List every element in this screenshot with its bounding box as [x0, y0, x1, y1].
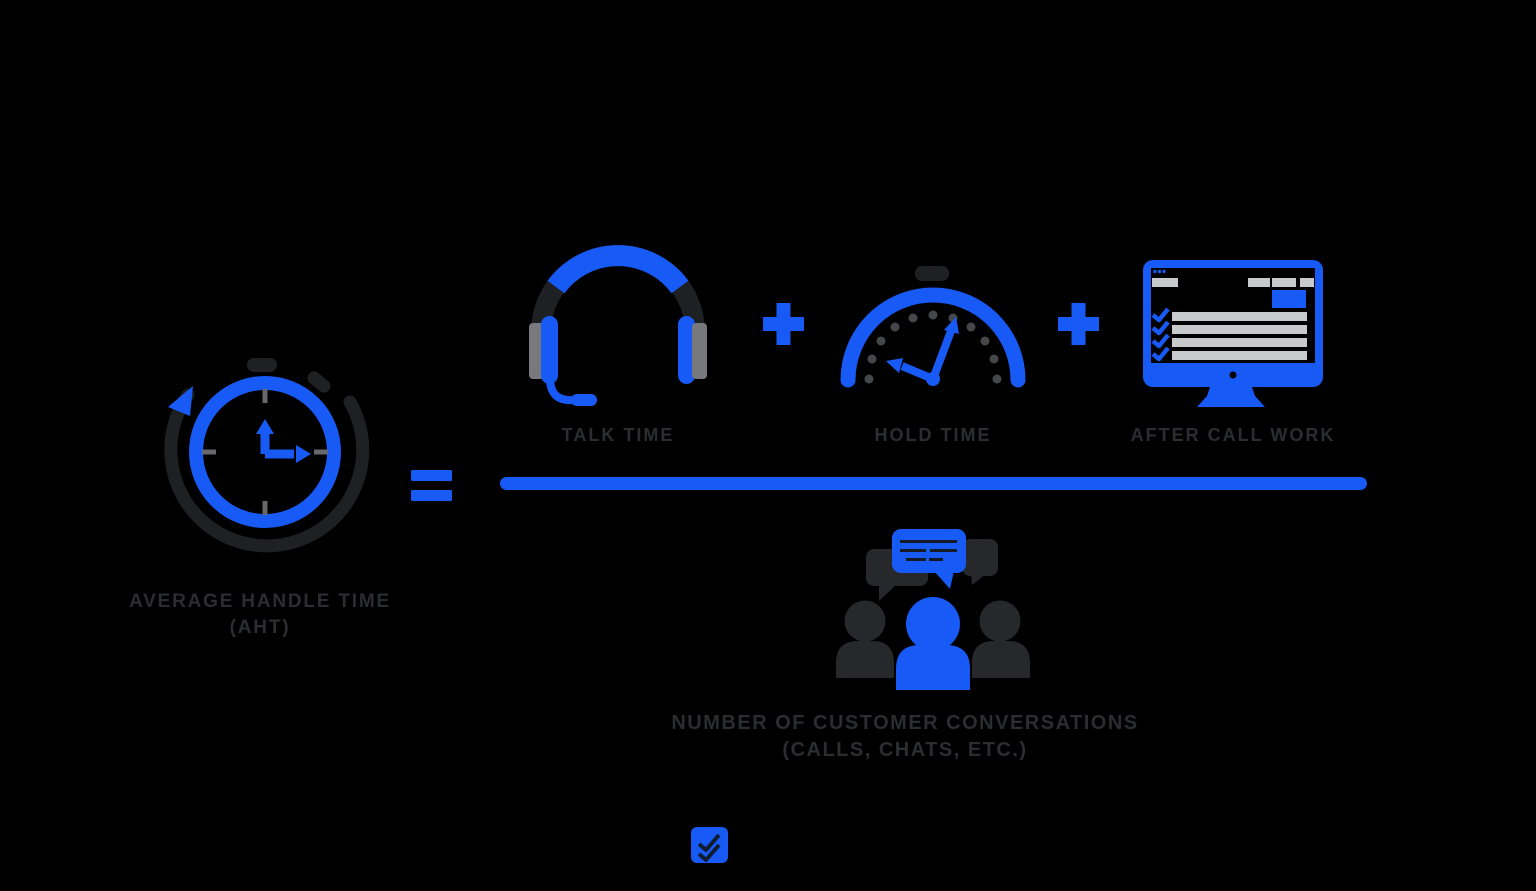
plus-icon: [763, 303, 804, 345]
person-right: [979, 600, 1021, 642]
stopwatch-crown: [307, 371, 331, 393]
monitor-bezel-dot: [1229, 371, 1237, 379]
plus-icon: [1058, 303, 1099, 345]
microphone-tip: [571, 394, 597, 406]
monitor-checklist-icon: [1143, 260, 1323, 407]
headset-icon: [529, 245, 707, 406]
hold-time-label: HOLD TIME: [874, 425, 992, 445]
double-checkmark-logo-icon: [691, 827, 728, 863]
aht-label-line1: AVERAGE HANDLE TIME: [129, 591, 391, 612]
equals-icon: [411, 470, 452, 501]
person-center: [906, 597, 960, 651]
chat-bubble-right: [962, 539, 998, 576]
timer-button: [915, 266, 949, 281]
monitor-stand: [1197, 387, 1265, 407]
fraction-bar: [500, 477, 1367, 490]
talk-time-label: TALK TIME: [561, 425, 675, 445]
rotating-stopwatch-icon: [164, 358, 370, 553]
customer-conversations-icon: [836, 529, 1030, 690]
denominator-label-line1: NUMBER OF CUSTOMER CONVERSATIONS: [671, 712, 1139, 734]
after-call-work-label: AFTER CALL WORK: [1130, 425, 1336, 445]
aht-label: AVERAGE HANDLE TIME (AHT): [129, 589, 391, 641]
denominator-label: NUMBER OF CUSTOMER CONVERSATIONS (CALLS,…: [671, 710, 1138, 764]
aht-label-line2: (AHT): [229, 617, 291, 638]
rotation-arrowhead: [168, 386, 193, 416]
stopwatch-pusher: [247, 358, 277, 372]
person-left: [844, 600, 886, 642]
hold-timer-icon: [840, 266, 1026, 388]
denominator-label-line2: (CALLS, CHATS, ETC.): [782, 739, 1028, 761]
